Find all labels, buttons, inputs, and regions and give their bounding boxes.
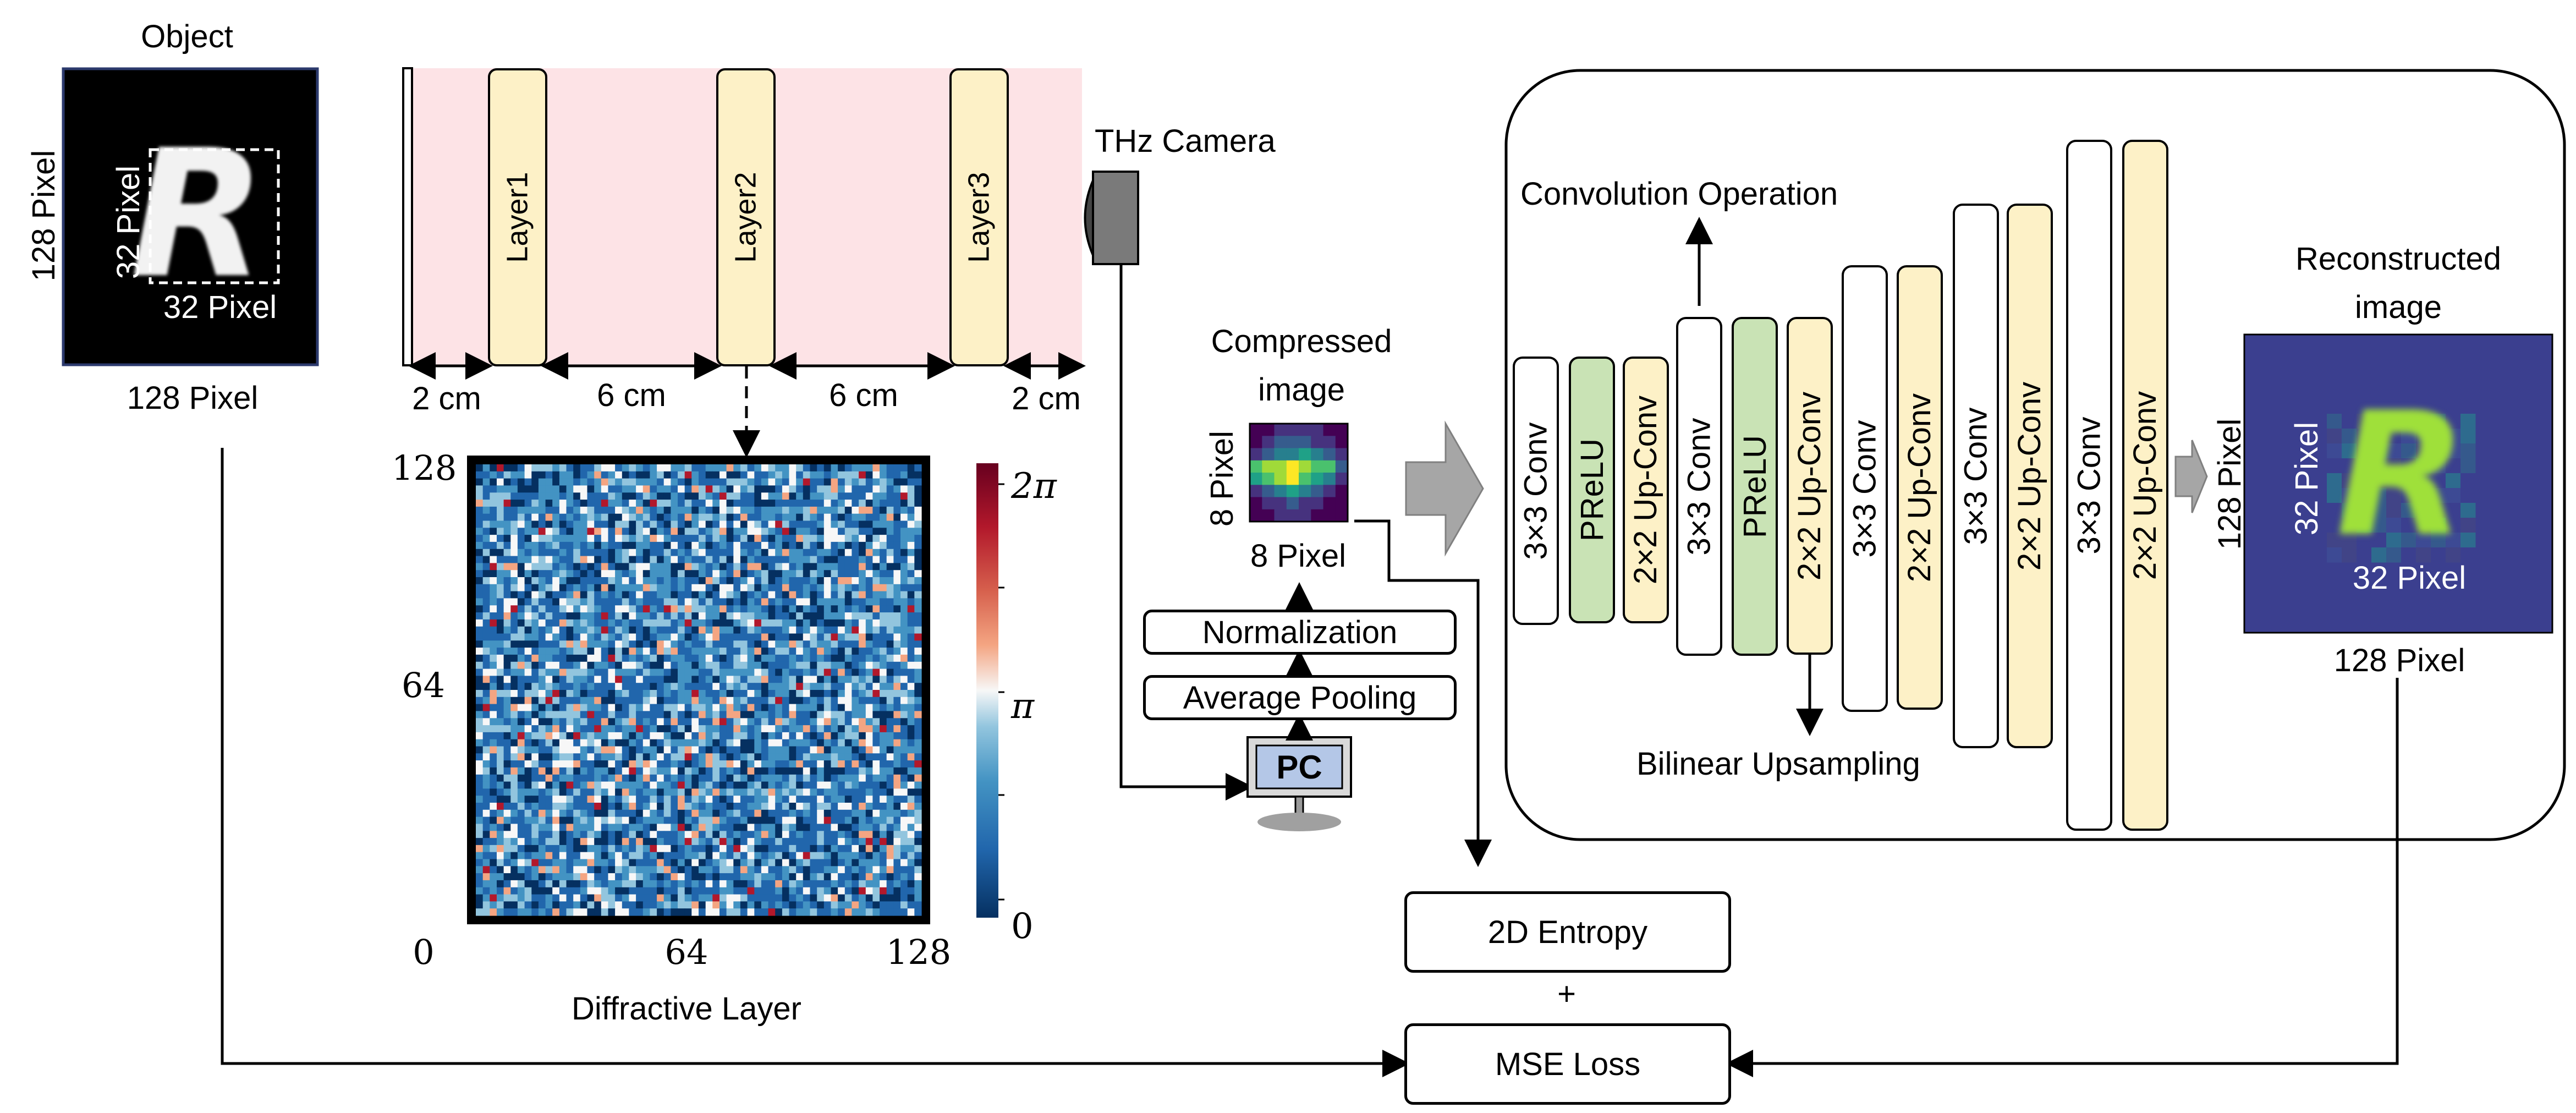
conv-block-4-label: 3×3 Conv	[1958, 407, 1994, 545]
network-panel	[1504, 69, 2566, 841]
reconstructed-letter: R	[2336, 376, 2468, 574]
normalization-box: Normalization	[1143, 610, 1457, 655]
conv-block-2-label: 3×3 Conv	[1681, 418, 1717, 555]
distance-label-1: 2 cm	[412, 381, 481, 416]
compressed-image	[1249, 423, 1349, 523]
upconv-block-3-label: 2×2 Up-Conv	[1902, 393, 1938, 582]
convolution-operation-label: Convolution Operation	[1520, 176, 1838, 212]
colorbar-tick-2pi: 2π	[1011, 466, 1057, 507]
loss-plus: +	[1557, 976, 1576, 1012]
camera-lens	[1084, 180, 1094, 256]
reconstructed-title-line2: image	[2355, 289, 2442, 325]
object-roi-bottom: 32 Pixel	[163, 289, 277, 325]
distance-label-3: 6 cm	[829, 377, 898, 413]
conv-block-2: 3×3 Conv	[1676, 317, 1722, 656]
bilinear-upsampling-label: Bilinear Upsampling	[1636, 746, 1920, 782]
object-roi-left: 32 Pixel	[111, 165, 146, 279]
conv-block-5: 3×3 Conv	[2066, 140, 2112, 831]
big-arrow-into-network	[1405, 420, 1484, 557]
camera-body	[1092, 171, 1139, 265]
colorbar-tick-pi: π	[1011, 686, 1035, 727]
object-roi-box	[149, 148, 280, 284]
upconv-block-5: 2×2 Up-Conv	[2122, 140, 2168, 831]
reconstructed-pixel-left: 128 Pixel	[2212, 418, 2248, 550]
entropy-box: 2D Entropy	[1404, 891, 1731, 973]
reconstructed-pixel-bottom: 128 Pixel	[2333, 643, 2465, 678]
diffractive-layer-1: Layer1	[488, 68, 547, 366]
upconv-block-1-label: 2×2 Up-Conv	[1628, 395, 1664, 585]
prelu-block-2: PReLU	[1732, 317, 1778, 656]
layer-3-label: Layer3	[963, 172, 996, 263]
reconstructed-to-mse-line	[1726, 678, 2399, 1077]
phase-colorbar	[976, 463, 998, 918]
phase-map-xlabel: Diffractive Layer	[572, 991, 801, 1027]
conv-block-1: 3×3 Conv	[1513, 357, 1559, 625]
compressed-title-line1: Compressed	[1211, 324, 1392, 359]
compressed-to-entropy-line	[1354, 519, 1492, 867]
upconv-block-4-label: 2×2 Up-Conv	[2012, 381, 2048, 571]
conv-block-3-label: 3×3 Conv	[1847, 420, 1883, 557]
small-arrow-out-of-network	[2174, 440, 2208, 513]
compressed-pixel-left: 8 Pixel	[1204, 430, 1240, 527]
phase-ytick-128: 128	[392, 448, 457, 488]
upconv-block-3: 2×2 Up-Conv	[1897, 265, 1943, 710]
diffractive-layer-2: Layer2	[716, 68, 776, 366]
prelu-block-1: PReLU	[1569, 357, 1615, 623]
conv-block-3: 3×3 Conv	[1842, 265, 1888, 712]
camera-to-pc-line	[1119, 264, 1253, 801]
conv-block-1-label: 3×3 Conv	[1518, 422, 1554, 560]
phase-xtick-64: 64	[664, 932, 708, 972]
pc-monitor-screen	[1255, 744, 1343, 789]
compressed-title-line2: image	[1258, 372, 1345, 408]
object-pixel-left: 128 Pixel	[26, 150, 62, 282]
distance-label-4: 2 cm	[1012, 381, 1081, 416]
phase-xtick-0: 0	[413, 932, 435, 972]
conv-block-5-label: 3×3 Conv	[2071, 416, 2107, 554]
diffractive-layer-3: Layer3	[949, 68, 1009, 366]
source-plane	[402, 67, 413, 366]
object-image	[62, 67, 319, 366]
object-title: Object	[141, 19, 233, 54]
phase-ytick-64: 64	[402, 665, 445, 705]
prelu-block-1-label: PReLU	[1574, 438, 1610, 541]
compressed-pixel-bottom: 8 Pixel	[1250, 538, 1347, 574]
layer-2-label: Layer2	[729, 172, 762, 263]
upconv-block-5-label: 2×2 Up-Conv	[2127, 391, 2163, 580]
prelu-block-2-label: PReLU	[1737, 435, 1773, 538]
reconstructed-roi	[2327, 414, 2476, 563]
colorbar-ticks	[998, 483, 1004, 901]
colorbar-tick-0: 0	[1011, 906, 1034, 947]
upconv-block-2-label: 2×2 Up-Conv	[1792, 391, 1828, 580]
mse-loss-box: MSE Loss	[1404, 1023, 1731, 1105]
upconv-block-1: 2×2 Up-Conv	[1623, 357, 1669, 623]
phase-xtick-128: 128	[886, 932, 952, 972]
reconstructed-roi-left: 32 Pixel	[2289, 421, 2325, 536]
pc-base	[1257, 813, 1341, 831]
upconv-block-2: 2×2 Up-Conv	[1787, 317, 1833, 655]
layer-1-label: Layer1	[501, 172, 534, 263]
reconstructed-title-line1: Reconstructed	[2295, 241, 2501, 277]
reconstructed-roi-bottom: 32 Pixel	[2352, 560, 2467, 596]
average-pooling-box: Average Pooling	[1143, 675, 1457, 720]
conv-block-4: 3×3 Conv	[1953, 204, 1999, 748]
phase-map-pixels	[476, 464, 922, 916]
object-to-mse-line	[221, 448, 1410, 1077]
upconv-block-4: 2×2 Up-Conv	[2007, 204, 2053, 748]
object-pixel-bottom: 128 Pixel	[127, 380, 259, 416]
camera-label: THz Camera	[1095, 123, 1276, 159]
distance-label-2: 6 cm	[597, 377, 666, 413]
pc-label: PC	[1276, 749, 1322, 786]
